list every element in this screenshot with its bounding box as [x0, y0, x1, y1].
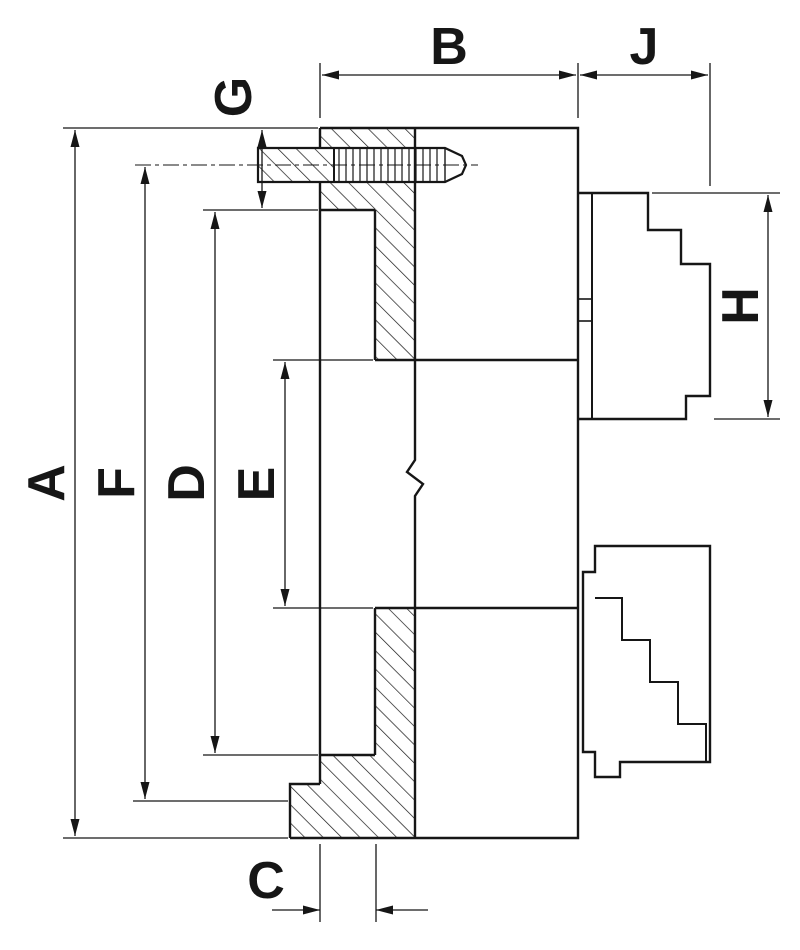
dim-label-B: B: [430, 18, 468, 76]
dimension-J: [580, 63, 711, 186]
dim-label-J: J: [630, 18, 659, 76]
dimension-H: [652, 192, 780, 420]
hatch-bottom-flange: [290, 608, 415, 838]
dim-label-C: C: [247, 852, 285, 910]
bottom-jaw-steps: [595, 597, 707, 762]
dim-label-G: G: [205, 77, 263, 117]
dim-label-H: H: [712, 287, 770, 325]
plate-joint-line-with-break: [405, 128, 425, 838]
dimension-D: [203, 209, 318, 756]
dimension-labels: A F D E G B J H C: [18, 18, 770, 910]
dim-label-E: E: [228, 467, 286, 502]
dimensions: [63, 63, 780, 922]
dim-label-A: A: [18, 464, 76, 502]
hatch-top-flange-upper: [320, 128, 415, 148]
mounting-screw: [135, 146, 478, 184]
dimension-C: [272, 844, 428, 922]
chuck-jaws: [578, 191, 712, 779]
dimension-F: [133, 167, 288, 802]
section-hatching: [290, 128, 415, 838]
hatch-top-flange-lower: [320, 182, 415, 360]
chuck-body: [288, 126, 580, 840]
dim-label-D: D: [158, 464, 216, 502]
body-outline-top-right-bottom: [290, 126, 580, 840]
screw-outline: [256, 146, 468, 184]
top-jaw-outline: [578, 191, 712, 421]
dim-label-F: F: [88, 467, 146, 499]
bottom-hub-step: [288, 782, 320, 838]
dimension-A: [63, 127, 318, 839]
dimension-B: [319, 63, 579, 118]
bottom-jaw-outline: [581, 544, 712, 779]
dimension-E: [273, 359, 373, 609]
